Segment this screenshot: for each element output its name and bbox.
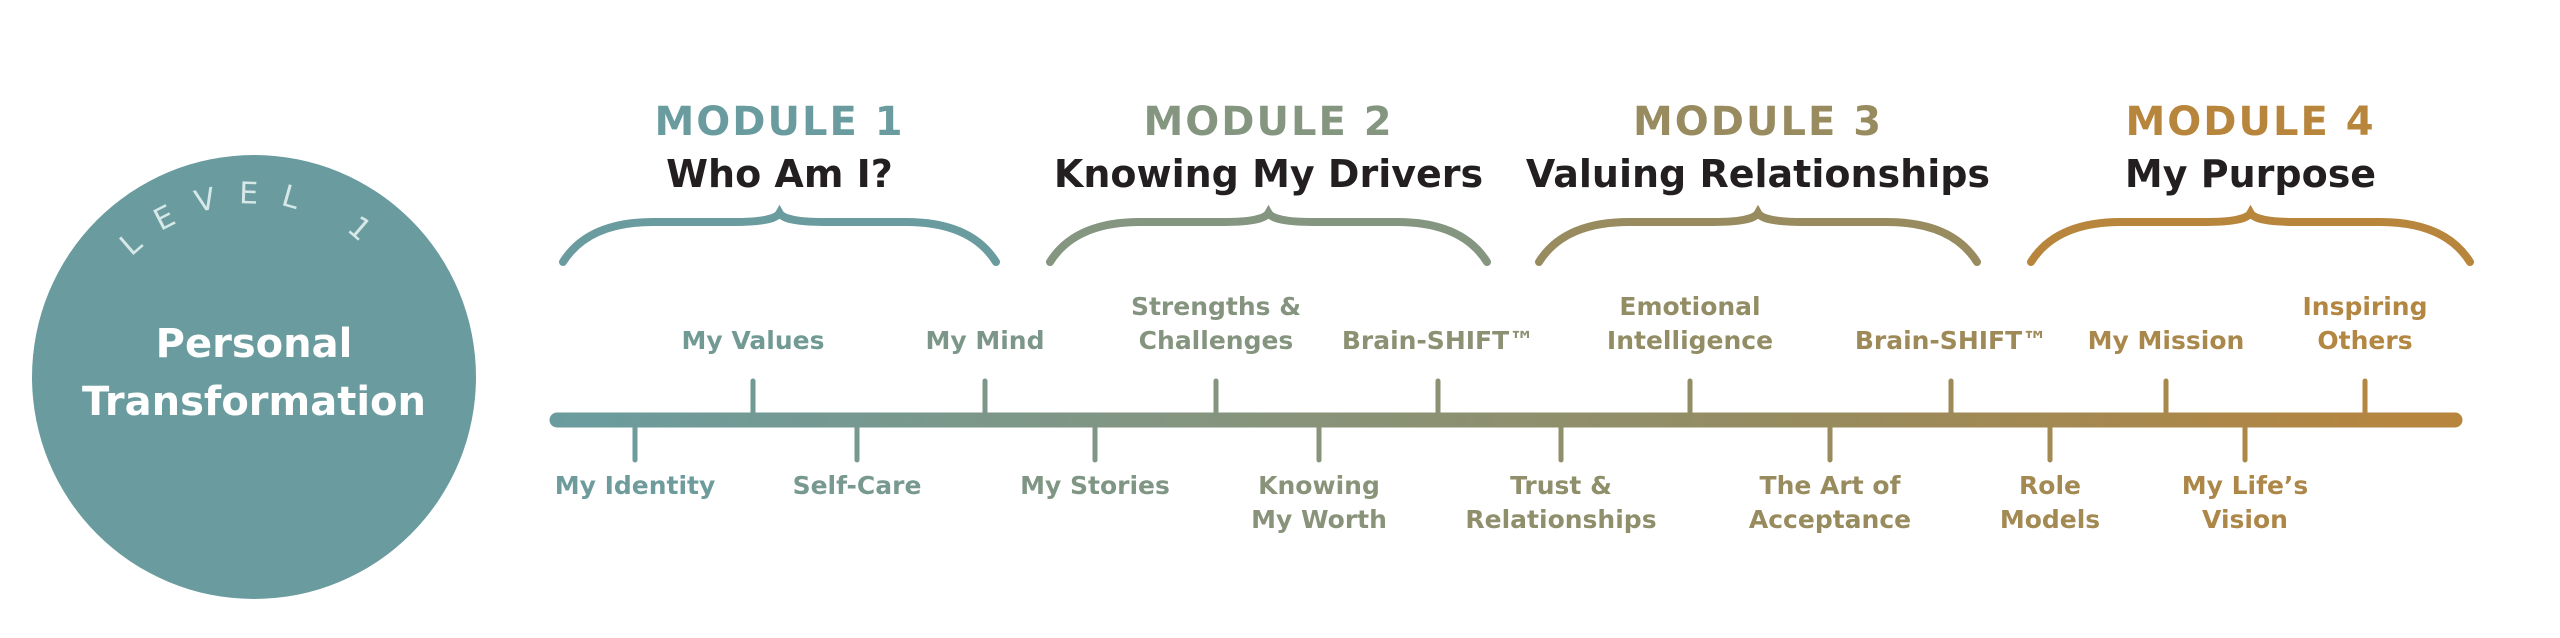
topic-label: My Life’s [2182, 471, 2309, 500]
module-title: Who Am I? [666, 152, 893, 196]
module-brace [1535, 204, 1981, 266]
topic-label: Intelligence [1607, 326, 1773, 355]
module-brace [2027, 204, 2474, 266]
topic-label: My Identity [555, 471, 716, 500]
module-label: MODULE 3 [1633, 99, 1883, 145]
topic-label: Challenges [1139, 326, 1294, 355]
level-circle [32, 155, 476, 599]
topic-label: My Stories [1020, 471, 1170, 500]
topic-label: Strengths & [1131, 292, 1301, 321]
topic-label: Role [2019, 471, 2081, 500]
topic-label: Knowing [1258, 471, 1380, 500]
topic-label: My Values [682, 326, 825, 355]
topic-label: Brain-SHIFT™ [1342, 326, 1534, 355]
timeline-topics: My Values My Mind Strengths & Challenges Bra… [555, 292, 2428, 534]
level-title-line-2: Transformation [82, 379, 426, 425]
topic-above: Brain-SHIFT™ [1855, 326, 2047, 417]
topic-label: Acceptance [1749, 505, 1911, 534]
topic-label: Emotional [1619, 292, 1760, 321]
topic-above: Strengths & Challenges [1131, 292, 1301, 417]
topic-label: Inspiring [2302, 292, 2427, 321]
topic-below: Knowing My Worth [1251, 424, 1387, 534]
topic-label: Brain-SHIFT™ [1855, 326, 2047, 355]
module-1: MODULE 1 Who Am I? [559, 99, 1000, 266]
topic-label: My Mind [925, 326, 1044, 355]
module-headers: MODULE 1 Who Am I? MODULE 2 Knowing My Driv… [559, 99, 2474, 266]
level-badge: LEVEL 1 Personal Transformation [32, 155, 476, 599]
module-title: My Purpose [2125, 152, 2376, 196]
module-label: MODULE 2 [1143, 99, 1393, 145]
module-title: Knowing My Drivers [1054, 152, 1483, 196]
module-3: MODULE 3 Valuing Relationships [1526, 99, 1990, 266]
topic-below: My Identity [555, 424, 716, 500]
topic-above: My Mission [2088, 326, 2245, 417]
module-label: MODULE 4 [2125, 99, 2375, 145]
module-2: MODULE 2 Knowing My Drivers [1046, 99, 1491, 266]
topic-label: Relationships [1465, 505, 1656, 534]
topic-label: My Mission [2088, 326, 2245, 355]
module-label: MODULE 1 [654, 99, 904, 145]
level-title-line-1: Personal [156, 321, 353, 367]
module-4: MODULE 4 My Purpose [2027, 99, 2474, 266]
topic-above: Brain-SHIFT™ [1342, 326, 1534, 417]
topic-label: Models [2000, 505, 2100, 534]
topic-below: The Art of Acceptance [1749, 424, 1911, 534]
topic-below: Trust & Relationships [1465, 424, 1657, 534]
topic-below: My Stories [1020, 424, 1170, 500]
topic-label: Others [2317, 326, 2412, 355]
topic-above: My Mind [925, 326, 1045, 417]
topic-label: My Worth [1251, 505, 1387, 534]
topic-below: Self-Care [793, 424, 922, 500]
module-title: Valuing Relationships [1526, 152, 1990, 196]
topic-label: Vision [2202, 505, 2288, 534]
module-brace [559, 204, 1000, 266]
topic-above: My Values [682, 326, 825, 417]
topic-label: Self-Care [793, 471, 922, 500]
topic-label: Trust & [1510, 471, 1612, 500]
topic-label: The Art of [1760, 471, 1902, 500]
module-brace [1046, 204, 1491, 266]
